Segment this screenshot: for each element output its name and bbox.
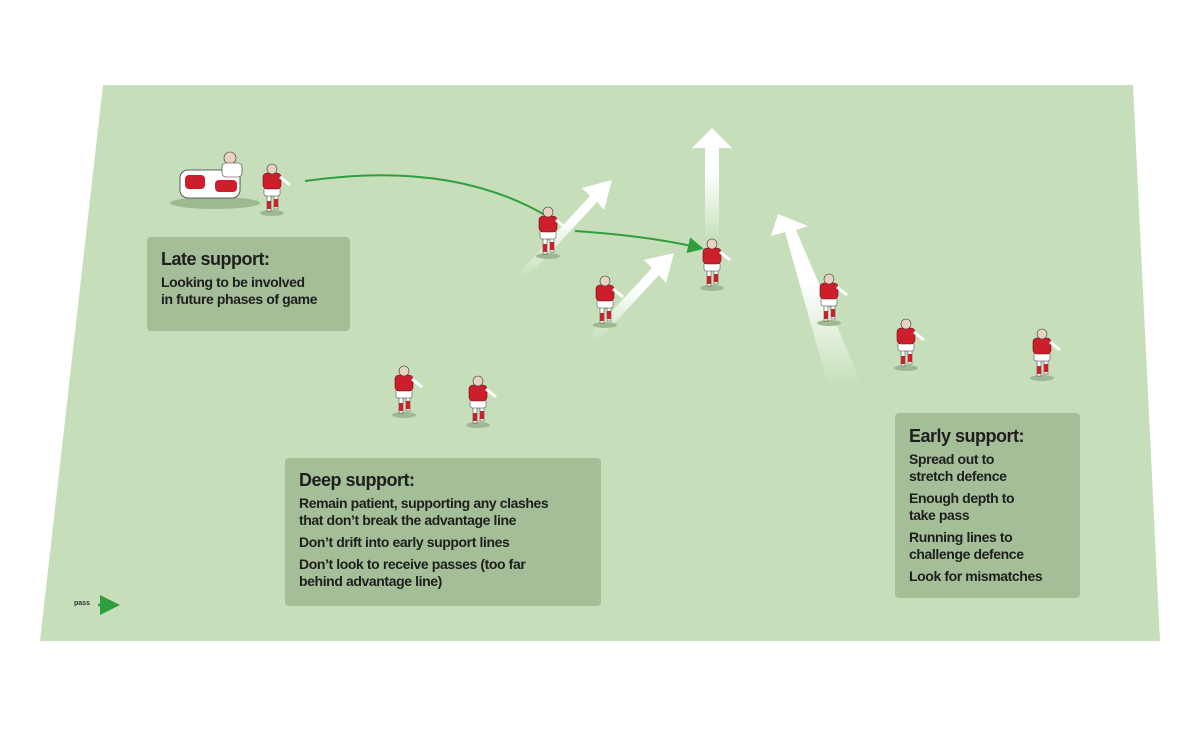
- ruck: [170, 151, 260, 209]
- run-arrow: [771, 214, 860, 385]
- legend-pass-label: pass: [74, 600, 90, 607]
- late-support-title: Late support:: [161, 249, 270, 269]
- early-support-line: Running lines to challenge defence: [909, 529, 1024, 562]
- deep-support-box: Deep support: Remain patient, supporting…: [285, 458, 601, 606]
- early-support-line: Enough depth to take pass: [909, 490, 1015, 523]
- deep-support-line: Don’t drift into early support lines: [299, 534, 510, 550]
- early-support-line: Look for mismatches: [909, 568, 1043, 584]
- deep-support-line: Don’t look to receive passes (too far be…: [299, 556, 526, 589]
- deep-support-title: Deep support:: [299, 470, 415, 490]
- run-arrow: [692, 128, 732, 240]
- pass-line: [574, 230, 704, 253]
- late-support-line: Looking to be involved in future phases …: [161, 274, 318, 307]
- early-support-title: Early support:: [909, 426, 1025, 446]
- deep-support-line: Remain patient, supporting any clashes t…: [299, 495, 549, 528]
- early-support-box: Early support: Spread out to stretch def…: [895, 413, 1080, 598]
- early-support-line: Spread out to stretch defence: [909, 451, 1007, 484]
- pass-line: [304, 174, 546, 216]
- late-support-box: Late support: Looking to be involved in …: [147, 237, 350, 331]
